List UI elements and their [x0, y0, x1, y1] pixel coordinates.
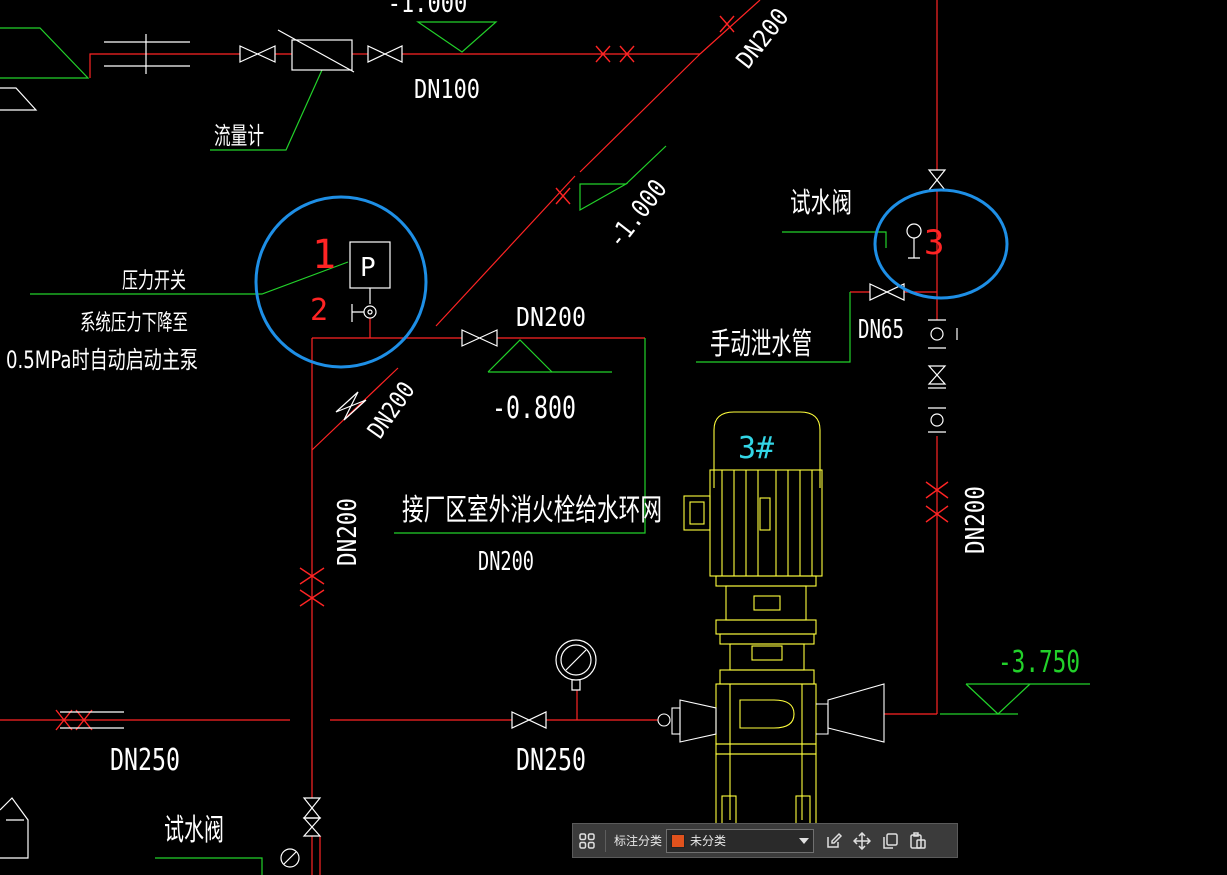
pump-3: [683, 411, 823, 825]
elev-375-label: -3.750: [998, 645, 1080, 680]
pressure-drop-2: 0.5MPa时自动启动主泵: [6, 346, 198, 374]
dn200-vert-right: DN200: [961, 486, 991, 554]
markup-circle-pressure-switch: [254, 195, 428, 369]
test-valve-bottom: 试水阀: [164, 813, 224, 848]
category-color-swatch: [671, 833, 686, 848]
elev-080-label: -0.800: [492, 391, 576, 426]
dn100-label: DN100: [414, 75, 480, 105]
dn200-vert-left: DN200: [333, 498, 363, 566]
annotation-toolbar: 标注分类 未分类: [572, 823, 958, 858]
leaders: [0, 21, 1090, 875]
grid-icon[interactable]: [573, 827, 601, 855]
dn200-mid-label: DN200: [516, 303, 586, 333]
paste-icon[interactable]: [904, 827, 932, 855]
pump-number: 3#: [738, 431, 774, 466]
break-marks: [55, 15, 949, 731]
pressure-switch-label: 压力开关: [122, 269, 186, 294]
markup-circles: [254, 188, 1009, 369]
elev-top: -1.000: [388, 0, 468, 18]
category-select[interactable]: 未分类: [666, 828, 815, 853]
category-label: 标注分类: [614, 834, 663, 848]
pump-flanges: [657, 683, 885, 743]
dn65-label: DN65: [858, 315, 904, 345]
category-select-value: 未分类: [690, 834, 727, 848]
outdoor-loop-label: 接厂区室外消火栓给水环网: [402, 493, 662, 528]
dn250-left-label: DN250: [110, 743, 180, 778]
copy-icon[interactable]: [876, 827, 904, 855]
markup-circle-test-valve: [873, 188, 1009, 300]
chevron-down-icon: [799, 837, 810, 844]
manual-drain-label: 手动泄水管: [710, 327, 812, 362]
dn250-mid-label: DN250: [516, 743, 586, 778]
markup-number-3: 3: [924, 223, 944, 263]
pressure-drop-1: 系统压力下降至: [80, 311, 188, 336]
toolbar-divider: [605, 829, 606, 852]
move-icon[interactable]: [848, 827, 876, 855]
edit-icon[interactable]: [820, 827, 848, 855]
markup-number-1: 1: [312, 232, 336, 278]
flowmeter-label: 流量计: [214, 122, 264, 150]
test-valve-top: 试水阀: [790, 186, 852, 219]
symbols: [0, 29, 958, 868]
markup-number-2: 2: [310, 293, 328, 328]
p-box-label: P: [360, 253, 376, 283]
dn200-under-label: DN200: [478, 547, 534, 577]
